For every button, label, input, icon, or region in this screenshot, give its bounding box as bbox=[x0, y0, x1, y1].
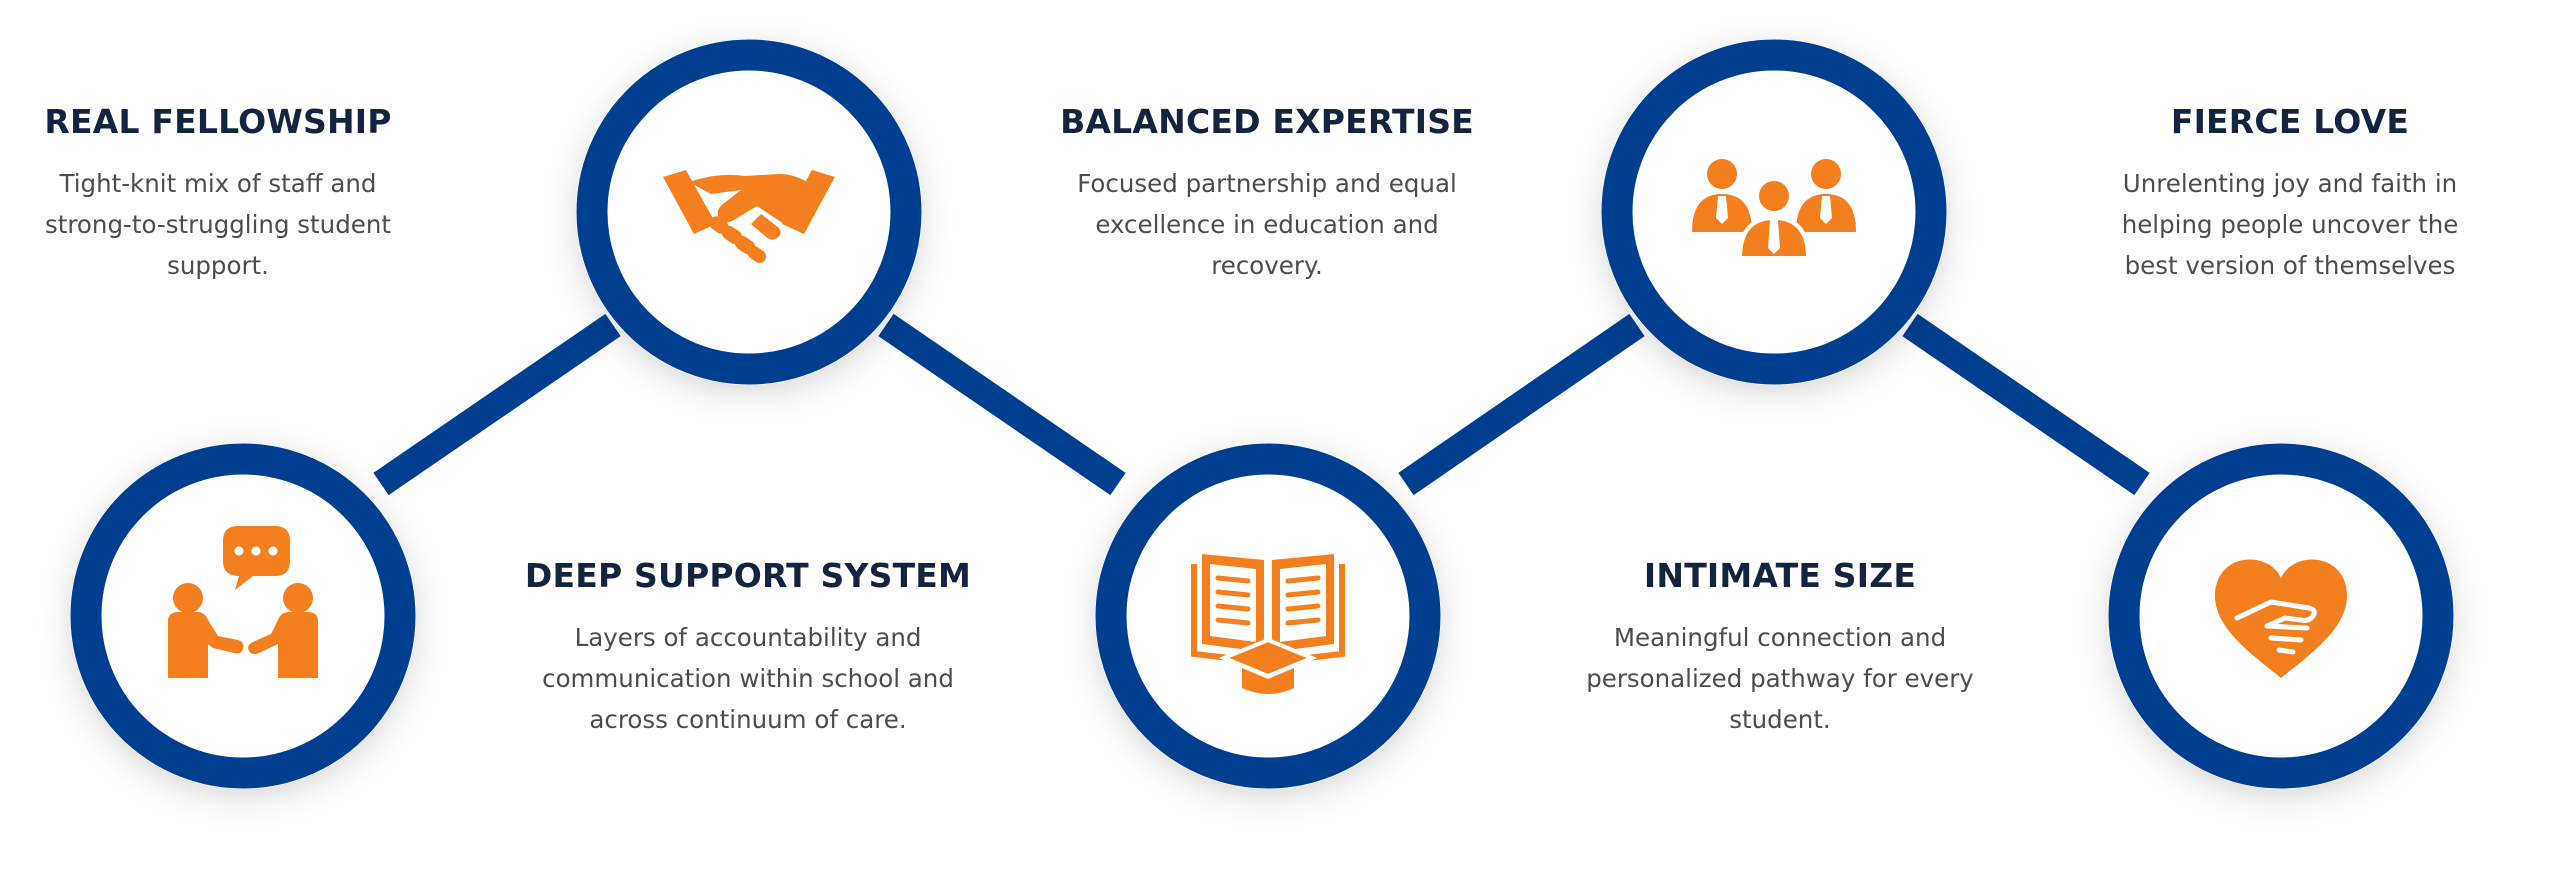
value-description: Tight-knit mix of staff and strong-to-st… bbox=[45, 169, 391, 280]
connector-lines bbox=[373, 313, 2150, 496]
value-description: Focused partnership and equal excellence… bbox=[1077, 169, 1457, 280]
team-icon bbox=[1692, 159, 1856, 260]
value-title: BALANCED EXPERTISE bbox=[1060, 102, 1474, 141]
value-deep-support-system: DEEP SUPPORT SYSTEM Layers of accountabi… bbox=[518, 556, 978, 740]
node-1 bbox=[70, 443, 416, 789]
value-title: FIERCE LOVE bbox=[2170, 102, 2410, 141]
node-3 bbox=[1095, 443, 1441, 789]
value-description: Unrelenting joy and faith in helping peo… bbox=[2121, 169, 2459, 280]
heart-hands-icon bbox=[2215, 559, 2347, 678]
value-real-fellowship: REAL FELLOWSHIP Tight-knit mix of staff … bbox=[18, 102, 418, 286]
value-intimate-size: INTIMATE SIZE Meaningful connection and … bbox=[1560, 556, 2000, 740]
value-title: INTIMATE SIZE bbox=[1643, 556, 1917, 595]
node-2 bbox=[576, 39, 922, 385]
conversation-icon bbox=[168, 526, 318, 678]
value-title: DEEP SUPPORT SYSTEM bbox=[524, 556, 972, 595]
connector-1 bbox=[373, 313, 621, 496]
connector-2 bbox=[878, 313, 1126, 496]
value-fierce-love: FIERCE LOVE Unrelenting joy and faith in… bbox=[2080, 102, 2500, 286]
value-description: Meaningful connection and personalized p… bbox=[1586, 623, 1974, 734]
handshake-icon bbox=[663, 170, 835, 263]
value-description: Layers of accountability and communicati… bbox=[542, 623, 954, 734]
book-graduation-icon bbox=[1191, 554, 1345, 694]
connector-4 bbox=[1902, 313, 2150, 496]
value-title: REAL FELLOWSHIP bbox=[44, 102, 392, 141]
connector-3 bbox=[1398, 313, 1645, 496]
value-balanced-expertise: BALANCED EXPERTISE Focused partnership a… bbox=[1047, 102, 1487, 286]
